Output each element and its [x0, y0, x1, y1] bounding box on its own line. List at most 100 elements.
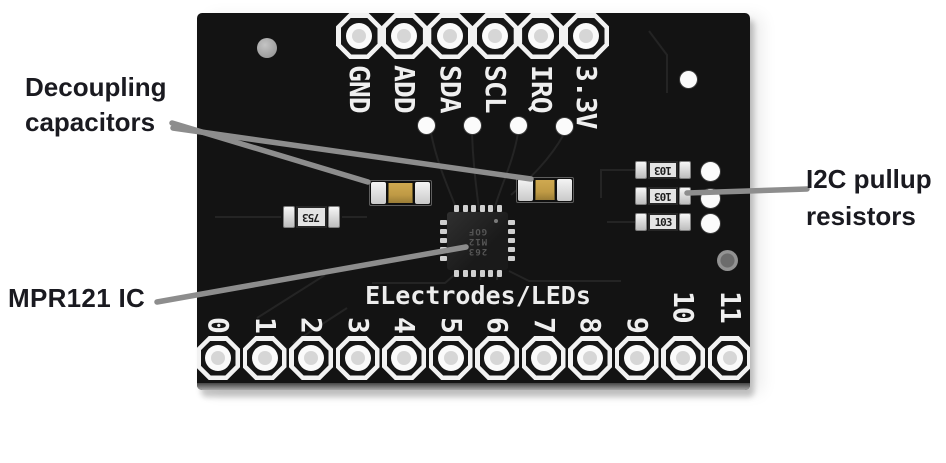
pad-annulus: [577, 345, 603, 371]
pad-annulus: [391, 345, 417, 371]
electrode-pad-0: [197, 336, 240, 380]
electrode-pad-3: [335, 336, 380, 380]
pad-annulus: [623, 345, 650, 371]
electrode-pad-5: [428, 336, 473, 380]
ic-pin: [479, 205, 485, 212]
pad-hole: [350, 351, 365, 365]
pad-hole: [676, 351, 690, 365]
ic-pin: [462, 205, 468, 212]
mount-hole-gray: [257, 38, 277, 58]
via-white: [700, 188, 720, 208]
pad-inner: [665, 340, 701, 376]
pad-annulus: [716, 345, 743, 371]
pad-annulus: [298, 345, 324, 371]
pad-annulus: [344, 345, 371, 371]
resistor-label: 103: [654, 189, 672, 203]
top-pin-label-GND: GND: [343, 65, 376, 113]
resistor-terminal: [679, 161, 691, 179]
ic-pin: [471, 270, 477, 277]
electrode-label-1: 1: [248, 317, 282, 333]
annotation-mpr121-ic: MPR121 IC: [8, 283, 145, 313]
annotation-line: MPR121 IC: [8, 283, 146, 313]
pad-hole: [397, 351, 411, 365]
pad-annulus: [251, 345, 278, 371]
annotation-decoupling-capacitors: Decoupling capacitors: [25, 70, 167, 140]
ic-marking-text: 263 M12 GOF: [447, 212, 508, 270]
top-pin-pad-3.3V: [563, 13, 609, 59]
ic-marking-line: 263: [467, 246, 488, 256]
mpr121-ic-chip: 263 M12 GOF: [440, 205, 515, 277]
ic-pin: [508, 238, 515, 243]
mount-hole-gray: [716, 249, 738, 271]
decoupling-capacitor-2: [516, 177, 574, 203]
pad-hole: [629, 351, 644, 365]
electrode-label-11: 11: [713, 291, 747, 323]
ic-pin: [440, 220, 447, 225]
via-white: [679, 70, 697, 88]
via-white: [700, 213, 720, 233]
electrode-label-10: 10: [667, 291, 700, 323]
ic-marking-line: GOF: [467, 226, 488, 236]
ic-pin: [488, 270, 494, 277]
ic-pin1-dot: [494, 219, 498, 223]
pullup-resistor-2: 103: [635, 187, 691, 205]
pad-annulus: [573, 23, 599, 49]
pad-inner: [526, 340, 561, 376]
top-pin-label-ADD: ADD: [388, 65, 422, 113]
top-pin-pad-SDA: [426, 13, 473, 59]
pad-hole: [536, 351, 551, 365]
ic-pin: [508, 220, 515, 225]
resistor-face: 103: [648, 213, 678, 231]
ic-pin: [508, 247, 515, 252]
pad-inner: [386, 340, 422, 376]
pad-hole: [443, 351, 458, 365]
pad-inner: [247, 340, 282, 376]
electrode-pad-9: [614, 336, 659, 380]
electrode-label-0: 0: [202, 317, 235, 333]
electrode-label-4: 4: [388, 317, 421, 333]
top-pin-pad-GND: [336, 13, 382, 59]
annotation-line: capacitors: [25, 107, 156, 137]
via-white: [555, 117, 573, 135]
pad-inner: [619, 340, 654, 376]
annotation-line: resistors: [806, 201, 916, 231]
pad-annulus: [482, 23, 509, 49]
ic-pin: [488, 205, 494, 212]
resistor-terminal: [283, 206, 295, 228]
annotation-i2c-pullup-resistors: I2C pullup resistors: [806, 161, 932, 235]
pad-hole: [579, 29, 593, 43]
resistor-terminal: [679, 187, 691, 205]
silkscreen-electrodes-label: ELectrodes/LEDs: [365, 281, 591, 310]
via-white: [417, 116, 435, 134]
pad-inner: [340, 17, 378, 55]
top-pin-pad-IRQ: [517, 13, 564, 59]
ic-pin: [440, 229, 447, 234]
resistor-label: 753: [303, 210, 320, 224]
annotation-line: I2C pullup: [806, 164, 932, 194]
electrode-label-3: 3: [341, 317, 375, 333]
pad-inner: [476, 17, 514, 55]
ic-pin: [471, 205, 477, 212]
annotation-line: Decoupling: [25, 72, 167, 102]
top-pin-pad-SCL: [472, 13, 519, 59]
electrode-pad-2: [289, 336, 333, 380]
electrode-label-6: 6: [481, 317, 514, 333]
resistor-terminal: [635, 187, 647, 205]
pad-inner: [522, 17, 560, 55]
top-pin-label-IRQ: IRQ: [524, 65, 558, 113]
pad-inner: [712, 340, 747, 376]
capacitor-terminal: [371, 182, 386, 204]
electrode-pad-1: [242, 336, 287, 380]
resistor-terminal: [328, 206, 340, 228]
pad-inner: [385, 17, 423, 55]
resistor-face: 753: [296, 206, 327, 228]
capacitor-body: [535, 180, 555, 200]
ic-pin: [440, 256, 447, 261]
pad-annulus: [530, 345, 557, 371]
resistor-terminal: [635, 161, 647, 179]
electrode-label-9: 9: [620, 317, 654, 333]
resistor-terminal: [635, 213, 647, 231]
pad-hole: [304, 351, 318, 365]
